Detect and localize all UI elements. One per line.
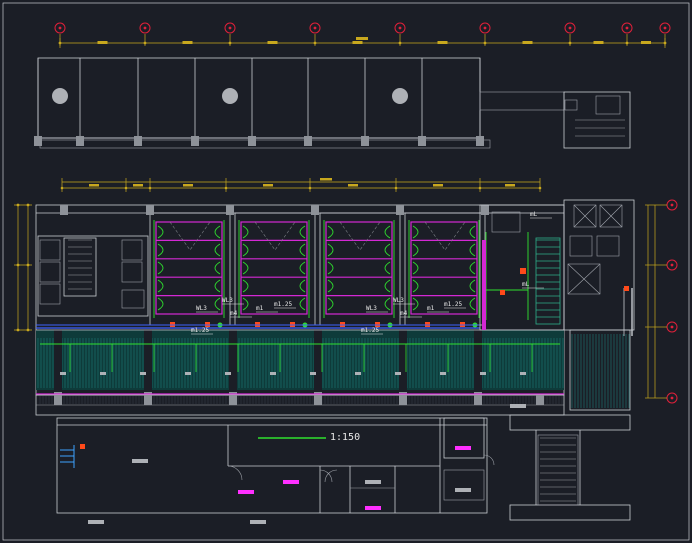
grid-bubble <box>621 22 633 34</box>
equipment-tag <box>510 404 526 408</box>
stair-left <box>63 237 97 297</box>
column <box>474 395 482 405</box>
roof-column <box>248 136 256 146</box>
column <box>536 395 544 405</box>
stair-flight <box>537 434 579 506</box>
roof-column <box>361 136 369 146</box>
tag <box>100 372 106 375</box>
tag <box>140 372 146 375</box>
tag <box>440 372 446 375</box>
equipment-bay <box>404 205 489 328</box>
callout-label: m1.25 <box>444 301 462 308</box>
tag <box>270 372 276 375</box>
callout-label: m1.25 <box>361 327 379 334</box>
roof-column <box>134 136 142 146</box>
roof-column <box>34 136 42 146</box>
equipment-tag <box>365 480 381 484</box>
grid-bubble <box>394 22 406 34</box>
mid-dimension-line <box>60 178 542 192</box>
chiller-unit <box>155 221 223 315</box>
equipment-tag <box>365 506 381 510</box>
roof-fan-1 <box>52 88 68 104</box>
lower-building: 1:150 <box>56 404 526 524</box>
callout-label: WL3 <box>196 305 207 312</box>
grid-bubbles-top <box>54 22 671 34</box>
column <box>314 395 322 405</box>
column <box>311 205 319 215</box>
callout-label: m1.25 <box>274 301 292 308</box>
equipment-tag <box>283 480 299 484</box>
callout-label: m1.25 <box>191 327 209 334</box>
left-stair-core <box>37 235 149 317</box>
top-dimension-line <box>58 34 667 48</box>
grid-bubble <box>479 22 491 34</box>
grid-bubble <box>139 22 151 34</box>
callout-label: m1 <box>256 305 264 312</box>
callout-label: m4 <box>230 310 238 317</box>
tag <box>395 372 401 375</box>
column <box>399 395 407 405</box>
roof-column <box>191 136 199 146</box>
column <box>226 205 234 215</box>
column <box>396 205 404 215</box>
callout-label: WL3 <box>366 305 377 312</box>
roof-column <box>304 136 312 146</box>
callout-label: WL3 <box>222 297 233 304</box>
callout-label: m1 <box>427 305 435 312</box>
roof-column <box>418 136 426 146</box>
plant-stair <box>535 237 561 325</box>
equipment-tag <box>238 490 254 494</box>
equipment-tag <box>455 488 471 492</box>
main-floor-plan <box>35 204 565 416</box>
equipment-tag <box>455 446 471 450</box>
column <box>481 205 489 215</box>
equipment-tag <box>132 459 148 463</box>
column <box>229 395 237 405</box>
callout-label: m4 <box>400 310 408 317</box>
roof-column <box>476 136 484 146</box>
grid-bubble <box>54 22 66 34</box>
tag <box>225 372 231 375</box>
equipment-bay <box>149 205 234 328</box>
callout-label: mL <box>530 211 538 218</box>
chiller-unit <box>240 221 308 315</box>
grid-bubble <box>564 22 576 34</box>
roof-column <box>76 136 84 146</box>
callout-label: WL3 <box>393 297 404 304</box>
column <box>54 395 62 405</box>
lower-right-stair <box>509 414 631 521</box>
tag <box>520 372 526 375</box>
chiller-unit <box>410 221 478 315</box>
grid-bubble <box>224 22 236 34</box>
grid-bubbles-right <box>16 199 678 404</box>
grid-bubble <box>659 22 671 34</box>
tag <box>185 372 191 375</box>
callout-label: mL <box>522 281 530 288</box>
tag <box>480 372 486 375</box>
right-dimension-lines <box>645 204 660 399</box>
upper-roof-block <box>34 57 631 149</box>
tag <box>310 372 316 375</box>
callout-labels: WL3WL3m4m1m1.25m1.25WL3WL3m4m1m1.25m1.25… <box>191 211 552 335</box>
roof-fan-3 <box>392 88 408 104</box>
roof-fan-2 <box>222 88 238 104</box>
scale-label: 1:150 <box>330 432 360 443</box>
grid-bubble <box>309 22 321 34</box>
chiller-unit <box>325 221 393 315</box>
column <box>144 395 152 405</box>
equipment-tag <box>250 520 266 524</box>
equipment-tag <box>88 520 104 524</box>
equipment-bay <box>319 205 404 328</box>
tag <box>60 372 66 375</box>
tag <box>355 372 361 375</box>
right-tower <box>563 199 635 411</box>
